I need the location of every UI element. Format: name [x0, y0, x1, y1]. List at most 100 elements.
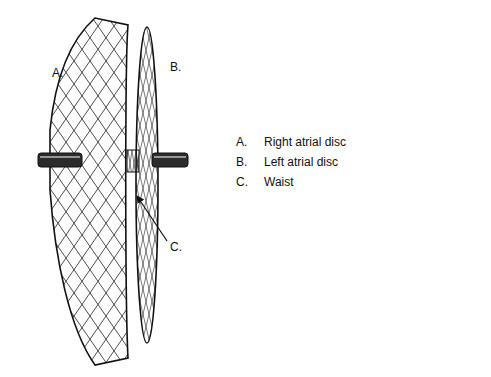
- part-letter: A.: [52, 66, 63, 80]
- mesh-wire: [224, 0, 314, 377]
- mesh-wire: [20, 0, 110, 377]
- mesh-wire: [488, 0, 491, 377]
- mesh-wire: [218, 0, 308, 377]
- mesh-wire: [332, 0, 422, 377]
- mesh-wire: [0, 0, 52, 377]
- key-letter: C.: [236, 175, 248, 189]
- mesh-wire: [432, 0, 491, 377]
- mesh-wire: [440, 0, 491, 377]
- mesh-wire: [128, 0, 388, 377]
- mesh-wire: [0, 0, 4, 377]
- mesh-wire: [110, 0, 200, 377]
- mesh-wire: [254, 0, 344, 377]
- mesh-wire: [0, 0, 68, 377]
- mesh-wire: [80, 0, 340, 377]
- mesh-wire: [104, 0, 194, 377]
- mesh-wire: [192, 0, 452, 377]
- mesh-wire: [0, 0, 44, 377]
- mesh-wire: [0, 0, 44, 377]
- mesh-wire: [32, 0, 292, 377]
- mesh-wire: [480, 0, 491, 377]
- mesh-wire: [0, 0, 2, 377]
- mesh-wire: [326, 0, 416, 377]
- mesh-wire: [128, 0, 388, 377]
- mesh-wire: [2, 0, 92, 377]
- mesh-wire: [0, 0, 32, 377]
- mesh-wire: [0, 0, 180, 377]
- mesh-wire: [308, 0, 398, 377]
- mesh-wire: [0, 0, 20, 377]
- mesh-wire: [132, 150, 139, 172]
- mesh-wire: [352, 0, 491, 377]
- mesh-wire: [0, 0, 50, 377]
- mesh-wire: [248, 0, 338, 377]
- mesh-wire: [464, 0, 491, 377]
- mesh-wire: [80, 0, 170, 377]
- mesh-wire: [428, 0, 491, 377]
- mesh-wire: [0, 0, 68, 377]
- mesh-wire: [74, 0, 164, 377]
- mesh-wire: [380, 0, 470, 377]
- mesh-wire: [86, 0, 176, 377]
- mesh-wire: [240, 0, 491, 377]
- mesh-wire: [68, 0, 158, 377]
- mesh-wire: [0, 0, 62, 377]
- mesh-wire: [212, 0, 302, 377]
- mesh-wire: [368, 0, 491, 377]
- mesh-wire: [176, 0, 266, 377]
- mesh-wire: [434, 0, 491, 377]
- mesh-wire: [0, 0, 36, 377]
- mesh-wire: [208, 0, 468, 377]
- mesh-wire: [128, 0, 218, 377]
- mesh-wire: [336, 0, 491, 377]
- mesh-wire: [476, 0, 491, 377]
- mesh-wire: [64, 0, 324, 377]
- mesh-wire: [0, 0, 148, 377]
- mesh-wire: [160, 0, 420, 377]
- mesh-wire: [236, 0, 326, 377]
- mesh-wire: [344, 0, 434, 377]
- mesh-wire: [8, 0, 98, 377]
- mesh-wire: [0, 0, 116, 377]
- mesh-wire: [127, 150, 139, 172]
- mesh-wire: [192, 0, 452, 377]
- mesh-wire: [416, 0, 491, 377]
- mesh-wire: [0, 0, 26, 377]
- mesh-wire: [176, 0, 436, 377]
- mesh-wire: [344, 0, 434, 377]
- mesh-wire: [116, 0, 206, 377]
- mesh-wire: [0, 0, 14, 377]
- mesh-wire: [127, 150, 139, 172]
- mesh-wire: [290, 0, 380, 377]
- mesh-wire: [68, 0, 158, 377]
- mesh-wire: [326, 0, 416, 377]
- mesh-wire: [320, 0, 410, 377]
- mesh-wire: [26, 0, 116, 377]
- mesh-wire: [432, 0, 491, 377]
- part-letter: C.: [170, 240, 182, 254]
- mesh-wire: [20, 0, 110, 377]
- mesh-wire: [152, 0, 242, 377]
- mesh-wire: [0, 0, 2, 377]
- mesh-wire: [158, 0, 248, 377]
- mesh-wire: [410, 0, 491, 377]
- left-disc-outline: [136, 27, 158, 343]
- mesh-wire: [482, 0, 491, 377]
- mesh-wire: [127, 150, 139, 172]
- mesh-wire: [110, 0, 200, 377]
- mesh-wire: [14, 0, 104, 377]
- mesh-wire: [127, 150, 139, 172]
- mesh-wire: [296, 0, 386, 377]
- hub-highlight: [154, 156, 186, 158]
- mesh-wire: [352, 0, 491, 377]
- mesh-wire: [182, 0, 272, 377]
- mesh-wire: [127, 150, 139, 172]
- mesh-wire: [240, 0, 491, 377]
- mesh-wire: [304, 0, 491, 377]
- mesh-wire: [464, 0, 491, 377]
- mesh-wire: [368, 0, 458, 377]
- mesh-wire: [112, 0, 372, 377]
- mesh-wire: [0, 0, 32, 377]
- mesh-wire: [206, 0, 296, 377]
- mesh-wire: [0, 0, 86, 377]
